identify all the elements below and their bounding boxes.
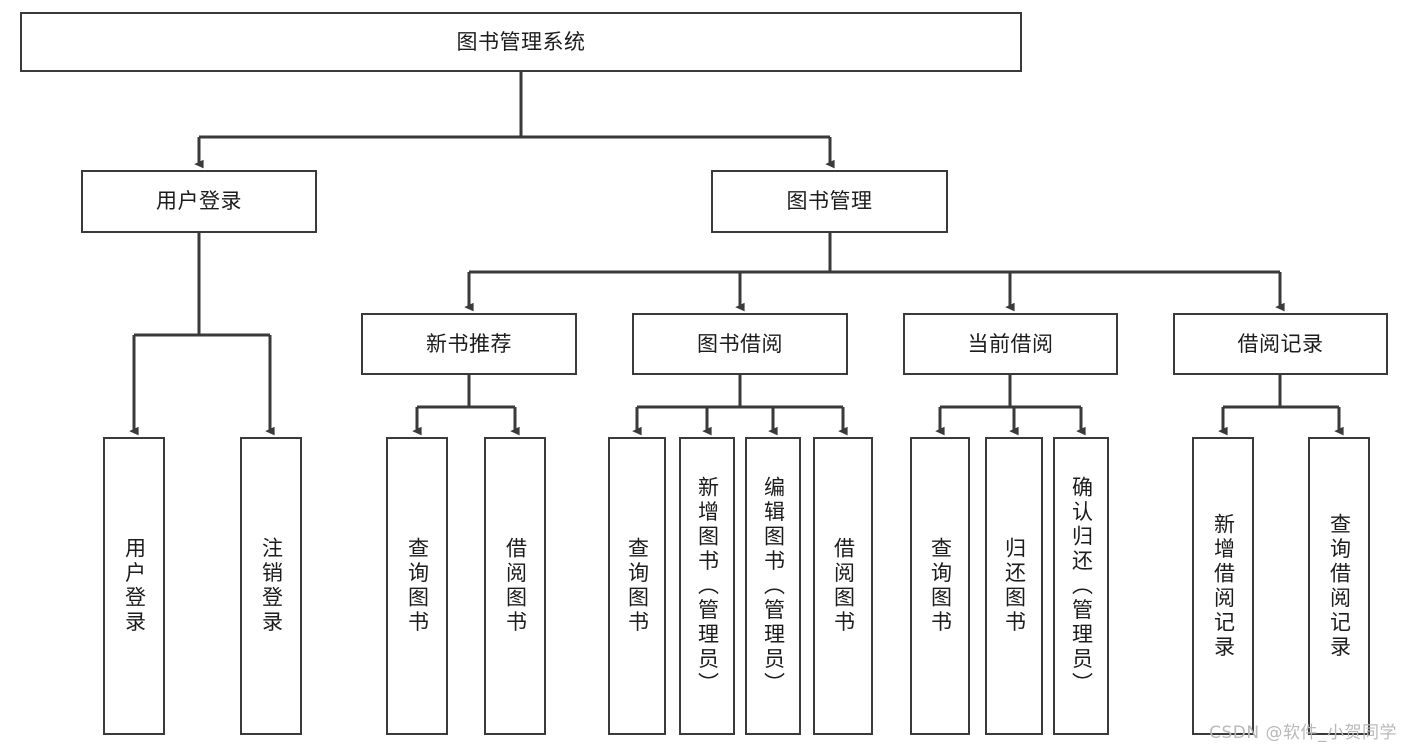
leaf-node-query-book-1[interactable]: 查询图书: [386, 437, 448, 735]
leaf-node-query-book-2[interactable]: 查询图书: [608, 437, 666, 735]
node-label: 编辑图书（管理员）: [761, 475, 786, 697]
node-new-book-recommend[interactable]: 新书推荐: [361, 313, 577, 375]
node-label: 用户登录: [122, 537, 147, 635]
node-book-borrow[interactable]: 图书借阅: [632, 313, 848, 375]
node-label: 新增图书（管理员）: [695, 475, 720, 697]
node-label: 归还图书: [1002, 537, 1027, 635]
node-label: 新书推荐: [426, 331, 512, 356]
node-label: 新增借阅记录: [1211, 512, 1236, 660]
node-current-borrow[interactable]: 当前借阅: [903, 313, 1118, 375]
leaf-node-confirm-return[interactable]: 确认归还（管理员）: [1053, 437, 1109, 735]
node-label: 图书管理: [786, 189, 873, 214]
node-label: 借阅图书: [831, 537, 856, 635]
node-label: 借阅记录: [1237, 331, 1324, 356]
node-book-manage[interactable]: 图书管理: [711, 170, 948, 233]
leaf-node-return-book[interactable]: 归还图书: [985, 437, 1043, 735]
node-label: 图书管理系统: [456, 29, 586, 54]
node-label: 确认归还（管理员）: [1069, 475, 1094, 697]
node-root-system[interactable]: 图书管理系统: [20, 12, 1022, 72]
leaf-node-add-record[interactable]: 新增借阅记录: [1192, 437, 1254, 735]
leaf-node-query-record[interactable]: 查询借阅记录: [1308, 437, 1370, 735]
node-user-login[interactable]: 用户登录: [81, 170, 317, 233]
leaf-node-query-book-3[interactable]: 查询图书: [910, 437, 970, 735]
leaf-node-user-logout[interactable]: 注销登录: [240, 437, 302, 735]
node-borrow-record[interactable]: 借阅记录: [1173, 313, 1388, 375]
node-label: 查询借阅记录: [1327, 512, 1352, 660]
node-label: 查询图书: [928, 537, 953, 635]
node-label: 查询图书: [625, 537, 650, 635]
node-label: 注销登录: [259, 537, 284, 635]
node-label: 图书借阅: [697, 331, 783, 356]
node-label: 用户登录: [156, 189, 242, 214]
node-label: 查询图书: [405, 537, 430, 635]
leaf-node-user-login[interactable]: 用户登录: [103, 437, 165, 735]
leaf-node-borrow-book-1[interactable]: 借阅图书: [484, 437, 546, 735]
leaf-node-borrow-book-2[interactable]: 借阅图书: [813, 437, 873, 735]
node-label: 当前借阅: [967, 331, 1054, 356]
leaf-node-edit-book[interactable]: 编辑图书（管理员）: [745, 437, 801, 735]
node-label: 借阅图书: [503, 537, 528, 635]
leaf-node-add-book[interactable]: 新增图书（管理员）: [679, 437, 735, 735]
